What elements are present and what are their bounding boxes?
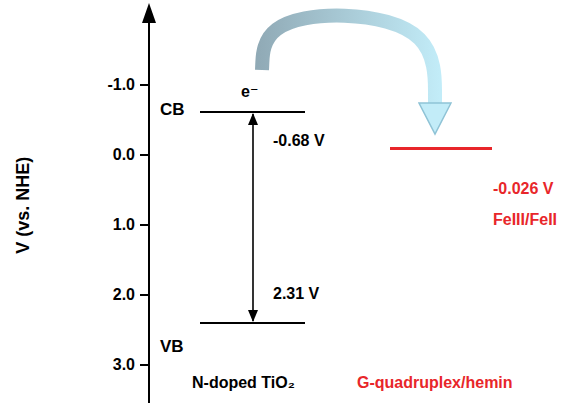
level-text: FeIII/FeII <box>493 211 557 229</box>
level-text: -0.026 V <box>493 180 553 198</box>
excitation-arrow <box>252 114 254 321</box>
redox-level: -0.026 V FeIII/FeII <box>385 135 579 235</box>
material-label: N-doped TiO₂ <box>192 374 295 392</box>
energy-level-line <box>390 147 492 150</box>
electron-transfer-arrow <box>262 16 435 103</box>
potential-axis <box>148 20 150 403</box>
axis-title: V (vs. NHE) <box>14 156 35 253</box>
tick-label: 0.0 <box>113 146 135 164</box>
level-text: e⁻ <box>241 83 258 101</box>
conduction-band: CB e⁻ -0.68 V <box>155 70 327 155</box>
level-text: 2.31 V <box>273 285 319 303</box>
level-text: -0.68 V <box>273 132 325 150</box>
tick-label: -1.0 <box>107 76 135 94</box>
tick-label: 1.0 <box>113 216 135 234</box>
axis-arrowhead <box>142 3 156 23</box>
tick-label: 2.0 <box>113 286 135 304</box>
level-text: CB <box>160 100 185 120</box>
axis-ticks <box>140 85 149 365</box>
energy-level-line <box>200 111 305 113</box>
energy-level-line <box>200 322 305 324</box>
level-text: VB <box>160 337 184 357</box>
catalyst-label: G-quadruplex/hemin <box>357 374 513 392</box>
valence-band: VB 2.31 V <box>155 285 321 365</box>
tick-label: 3.0 <box>113 356 135 374</box>
